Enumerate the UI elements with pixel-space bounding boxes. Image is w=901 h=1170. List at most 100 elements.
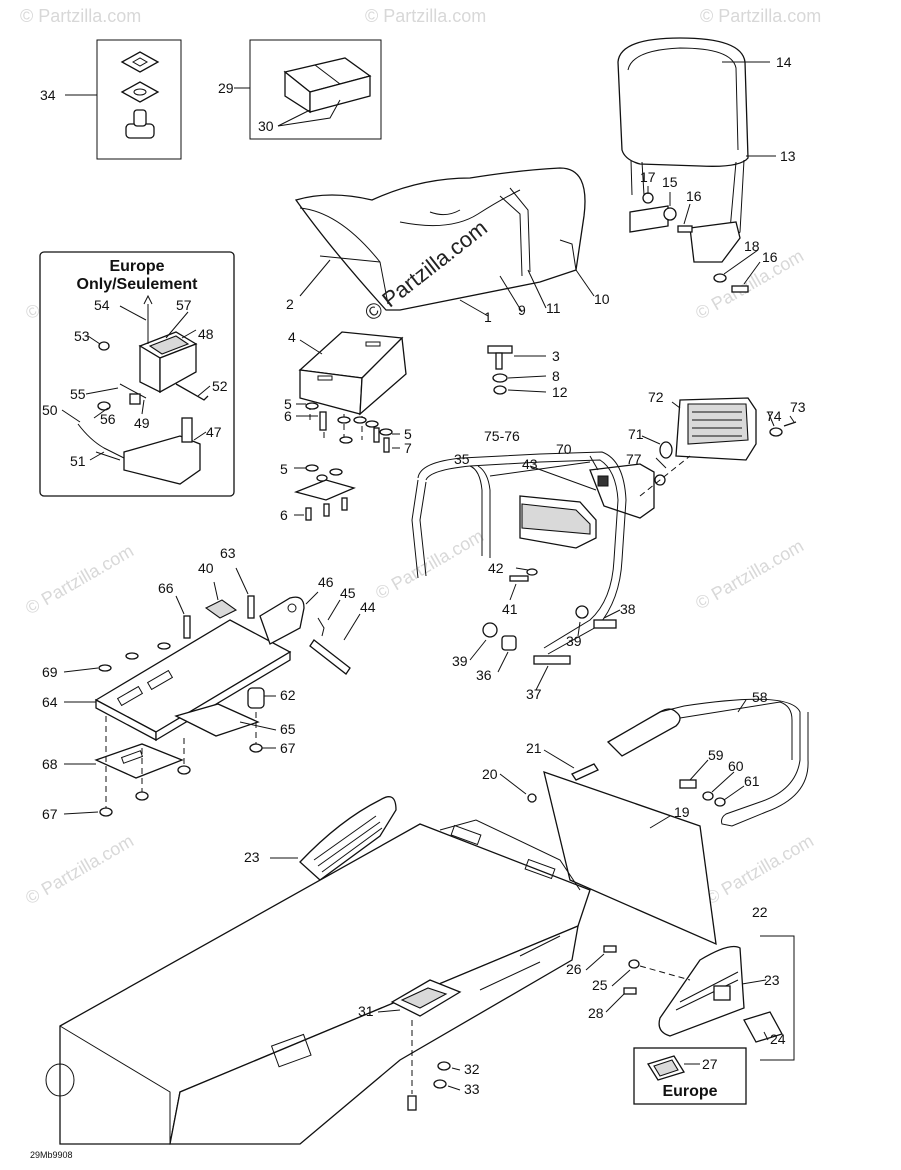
watermark: © Partzilla.com: [22, 830, 137, 908]
callout-36: 36: [476, 667, 492, 683]
box-34: [65, 39, 182, 160]
tunnel-assembly: [45, 796, 795, 1145]
seat-support-4: [298, 331, 407, 440]
watermark: © Partzilla.com: [20, 6, 141, 26]
callout-66: 66: [158, 580, 174, 596]
callout-37: 37: [526, 686, 542, 702]
fasteners-3-8-12: [487, 345, 547, 395]
callout-40: 40: [198, 560, 214, 576]
callout-64: 64: [42, 694, 58, 710]
callout-5c: 5: [280, 461, 288, 477]
callout-16: 16: [686, 188, 702, 204]
fasteners-5-6-7: [293, 402, 400, 521]
callout-60: 60: [728, 758, 744, 774]
tail-rack-assembly: [411, 397, 797, 691]
callout-34: 34: [40, 87, 56, 103]
callout-18: 18: [744, 238, 760, 254]
seat-assembly: [294, 167, 595, 317]
callout-74: 74: [766, 408, 782, 424]
callout-7: 7: [404, 440, 412, 456]
europe-only-title-2: Only/Seulement: [77, 276, 199, 293]
callout-27: 27: [702, 1056, 718, 1072]
box-29: [234, 39, 382, 140]
callout-38: 38: [620, 601, 636, 617]
callout-20: 20: [482, 766, 498, 782]
callout-23b: 23: [764, 972, 780, 988]
callout-12: 12: [552, 384, 568, 400]
callout-9: 9: [518, 302, 526, 318]
callout-1: 1: [484, 309, 492, 325]
callout-67b: 67: [42, 806, 58, 822]
europe-only-title-1: Europe: [109, 258, 164, 275]
callout-33: 33: [464, 1081, 480, 1097]
callout-39: 39: [566, 633, 582, 649]
callout-3: 3: [552, 348, 560, 364]
callout-44: 44: [360, 599, 376, 615]
callout-17: 17: [640, 169, 656, 185]
callout-62: 62: [280, 687, 296, 703]
callout-50: 50: [42, 402, 58, 418]
watermark: © Partzilla.com: [22, 540, 137, 618]
callout-56: 56: [100, 411, 116, 427]
callout-72: 72: [648, 389, 664, 405]
callout-6b: 6: [280, 507, 288, 523]
callout-21: 21: [526, 740, 542, 756]
callout-73: 73: [790, 399, 806, 415]
europe-only-box: Europe Only/Seulement: [39, 251, 235, 497]
europe-label: Europe: [662, 1083, 717, 1100]
callout-57: 57: [176, 297, 192, 313]
watermark: © Partzilla.com: [702, 830, 817, 908]
callout-61: 61: [744, 773, 760, 789]
callout-43: 77: [626, 451, 642, 467]
watermark: © Partzilla.com: [700, 6, 821, 26]
callout-28: 28: [588, 1005, 604, 1021]
callout-41: 41: [502, 601, 518, 617]
callout-53: 53: [74, 328, 90, 344]
callout-26: 26: [566, 961, 582, 977]
callout-48: 48: [198, 326, 214, 342]
callout-24: 24: [770, 1031, 786, 1047]
callout-22: 22: [752, 904, 768, 920]
callout-58: 58: [752, 689, 768, 705]
callout-67: 67: [280, 740, 296, 756]
callout-52: 52: [212, 378, 228, 394]
callout-10: 10: [594, 291, 610, 307]
hitch-plate-assembly: [63, 567, 361, 817]
callout-59: 59: [708, 747, 724, 763]
callout-47: 47: [206, 424, 222, 440]
callout-25: 25: [592, 977, 608, 993]
diagram-code: 29Mb9908: [30, 1150, 73, 1160]
watermark: © Partzilla.com: [692, 535, 807, 613]
callout-42: 42: [488, 560, 504, 576]
callout-11: 11: [546, 300, 561, 316]
callout-labels: 34 29 30 14 13 17 15 16 18 16 2 1 9 11 1…: [40, 54, 806, 1097]
callout-51: 51: [70, 453, 86, 469]
watermark: © Partzilla.com: [365, 6, 486, 26]
callout-14: 14: [776, 54, 792, 70]
callout-19: 19: [674, 804, 690, 820]
callout-54: 54: [94, 297, 110, 313]
backrest-assembly: [617, 37, 776, 293]
callout-39b: 39: [452, 653, 468, 669]
callout-2: 2: [286, 296, 294, 312]
callout-55: 55: [70, 386, 86, 402]
callout-77: 43: [522, 456, 538, 472]
callout-4: 4: [288, 329, 296, 345]
callout-75-76: 75-76: [484, 428, 520, 444]
callout-32: 32: [464, 1061, 480, 1077]
grab-handle-and-flap: [499, 698, 809, 946]
callout-69: 69: [42, 664, 58, 680]
callout-68: 68: [42, 756, 58, 772]
callout-6: 6: [284, 408, 292, 424]
callout-49: 49: [134, 415, 150, 431]
callout-15: 15: [662, 174, 678, 190]
callout-5b: 5: [404, 426, 412, 442]
callout-45: 45: [340, 585, 356, 601]
callout-8: 8: [552, 368, 560, 384]
callout-70: 70: [556, 441, 572, 457]
callout-71: 71: [628, 426, 644, 442]
callout-13: 13: [780, 148, 796, 164]
callout-5: 5: [284, 396, 292, 412]
callout-23: 23: [244, 849, 260, 865]
